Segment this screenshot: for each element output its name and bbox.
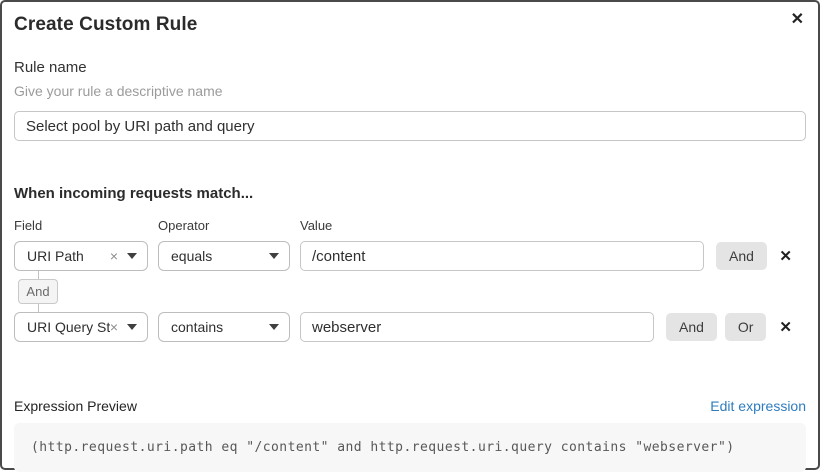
operator-select-2-value: contains: [171, 319, 224, 335]
match-section-heading: When incoming requests match...: [14, 185, 254, 202]
value-input-2[interactable]: [300, 312, 654, 342]
rule-name-helper-text: Give your rule a descriptive name: [14, 83, 223, 99]
clear-selection-icon[interactable]: ×: [109, 248, 118, 264]
field-select-2-value: URI Query St...: [27, 319, 110, 335]
operator-select-1-value: equals: [171, 248, 213, 264]
rule-name-input[interactable]: [14, 111, 806, 141]
expression-code-block: (http.request.uri.path eq "/content" and…: [14, 423, 806, 472]
chevron-down-icon: [127, 253, 137, 259]
field-select-1-value: URI Path: [27, 248, 84, 264]
operator-select-1[interactable]: equals: [158, 241, 290, 271]
operator-column-label: Operator: [158, 218, 210, 233]
field-select-2[interactable]: URI Query St... ×: [14, 312, 148, 342]
delete-row-2-icon[interactable]: ✕: [779, 318, 792, 336]
and-button-row-1[interactable]: And: [716, 242, 767, 270]
rule-name-label: Rule name: [14, 59, 87, 76]
or-button-row-2[interactable]: Or: [724, 313, 767, 341]
edit-expression-link[interactable]: Edit expression: [710, 398, 806, 414]
operator-select-2[interactable]: contains: [158, 312, 290, 342]
expression-preview-label: Expression Preview: [14, 398, 137, 414]
page-title: Create Custom Rule: [14, 14, 198, 35]
chevron-down-icon: [269, 324, 279, 330]
connector-line-top: [37, 271, 39, 279]
condition-row-1: URI Path × equals And ✕: [14, 241, 806, 271]
value-input-1[interactable]: [300, 241, 704, 271]
and-button-row-2[interactable]: And: [666, 313, 717, 341]
value-column-label: Value: [300, 218, 333, 233]
delete-row-1-icon[interactable]: ✕: [779, 247, 792, 265]
field-select-1[interactable]: URI Path ×: [14, 241, 148, 271]
clear-selection-icon[interactable]: ×: [109, 319, 118, 335]
expression-preview-header: Expression Preview Edit expression: [14, 398, 806, 414]
field-column-label: Field: [14, 218, 43, 233]
condition-column-labels: Field Operator Value: [14, 218, 806, 233]
condition-row-2: URI Query St... × contains And Or ✕: [14, 312, 806, 342]
chevron-down-icon: [269, 253, 279, 259]
connector-line-bottom: [37, 304, 39, 312]
close-icon[interactable]: ✕: [787, 8, 808, 32]
condition-connector: And: [18, 271, 58, 312]
connector-and-badge[interactable]: And: [18, 279, 58, 304]
chevron-down-icon: [127, 324, 137, 330]
